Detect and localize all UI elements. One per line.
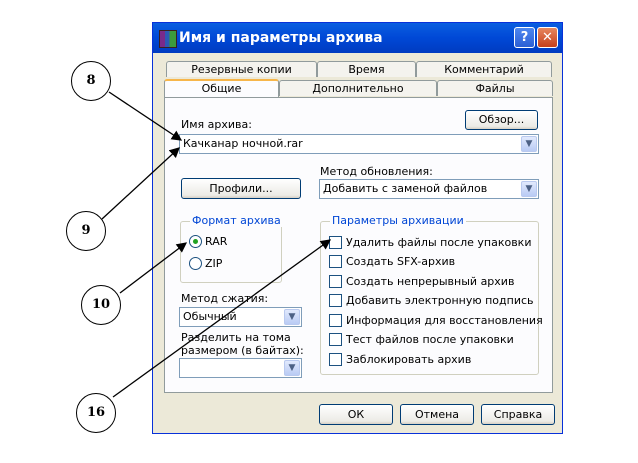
callout-line-16	[112, 239, 332, 398]
tab-backup[interactable]: Резервные копии	[166, 61, 317, 77]
compression-label: Метод сжатия:	[181, 292, 269, 305]
radio-rar[interactable]	[189, 235, 202, 248]
radio-selected-dot	[193, 239, 198, 244]
archive-options-title: Параметры архивации	[330, 214, 466, 227]
split-size-combo[interactable]: ▼	[179, 358, 302, 378]
chevron-down-icon[interactable]: ▼	[284, 360, 300, 376]
checkbox-test-label[interactable]: Тест файлов после упаковки	[346, 333, 514, 346]
tab-general[interactable]: Общие	[164, 79, 279, 97]
checkbox-recovery-label[interactable]: Информация для восстановления	[346, 314, 543, 327]
callout-line-9	[101, 147, 180, 220]
checkbox-lock-label[interactable]: Заблокировать архив	[346, 353, 472, 366]
archive-format-title: Формат архива	[190, 214, 283, 227]
radio-rar-label[interactable]: RAR	[205, 235, 228, 248]
browse-button[interactable]: Обзор...	[465, 110, 538, 130]
radio-zip-label[interactable]: ZIP	[205, 257, 223, 270]
close-icon[interactable]: ✕	[537, 27, 558, 48]
compression-select[interactable]: Обычный ▼	[179, 307, 302, 327]
callout-line-8	[108, 91, 183, 141]
split-label-line2: размером (в байтах):	[181, 344, 304, 357]
checkbox-test[interactable]	[329, 333, 342, 346]
archive-name-label: Имя архива:	[181, 118, 252, 131]
help-button[interactable]: Справка	[481, 404, 555, 425]
compression-value: Обычный	[183, 310, 237, 323]
callout-line-10	[119, 242, 188, 294]
update-method-value: Добавить с заменой файлов	[323, 182, 488, 195]
checkbox-recovery[interactable]	[329, 314, 342, 327]
update-method-select[interactable]: Добавить с заменой файлов ▼	[319, 179, 539, 199]
tab-time[interactable]: Время	[317, 61, 416, 77]
tab-files[interactable]: Файлы	[437, 80, 553, 96]
title-bar[interactable]: Имя и параметры архива ? ✕	[153, 23, 562, 53]
chevron-down-icon[interactable]: ▼	[521, 136, 537, 152]
tab-advanced[interactable]: Дополнительно	[279, 80, 437, 96]
window-title: Имя и параметры архива	[179, 30, 383, 46]
winrar-icon	[159, 30, 177, 48]
checkbox-delete-files-label[interactable]: Удалить файлы после упаковки	[346, 236, 532, 249]
help-icon[interactable]: ?	[514, 27, 535, 48]
checkbox-sfx[interactable]	[329, 255, 342, 268]
callout-8: 8	[71, 61, 111, 101]
tab-comment[interactable]: Комментарий	[416, 61, 552, 77]
callout-16: 16	[76, 393, 116, 433]
chevron-down-icon[interactable]: ▼	[521, 181, 537, 197]
dialog-window: Имя и параметры архива ? ✕ Резервные коп…	[152, 22, 563, 434]
checkbox-lock[interactable]	[329, 353, 342, 366]
checkbox-signature-label[interactable]: Добавить электронную подпись	[346, 294, 534, 307]
archive-name-value[interactable]: Качканар ночной.rar	[183, 137, 303, 150]
checkbox-solid-label[interactable]: Создать непрерывный архив	[346, 275, 515, 288]
update-method-label: Метод обновления:	[320, 165, 433, 178]
checkbox-solid[interactable]	[329, 275, 342, 288]
split-label-line1: Разделить на тома	[181, 331, 291, 344]
callout-10: 10	[81, 285, 121, 325]
chevron-down-icon[interactable]: ▼	[284, 309, 300, 325]
checkbox-signature[interactable]	[329, 294, 342, 307]
ok-button[interactable]: ОК	[319, 404, 393, 425]
callout-9: 9	[66, 211, 106, 251]
archive-name-combo[interactable]: Качканар ночной.rar ▼	[179, 134, 539, 154]
radio-zip[interactable]	[189, 257, 202, 270]
profiles-button[interactable]: Профили...	[181, 178, 301, 199]
cancel-button[interactable]: Отмена	[400, 404, 474, 425]
checkbox-sfx-label[interactable]: Создать SFX-архив	[346, 255, 456, 268]
